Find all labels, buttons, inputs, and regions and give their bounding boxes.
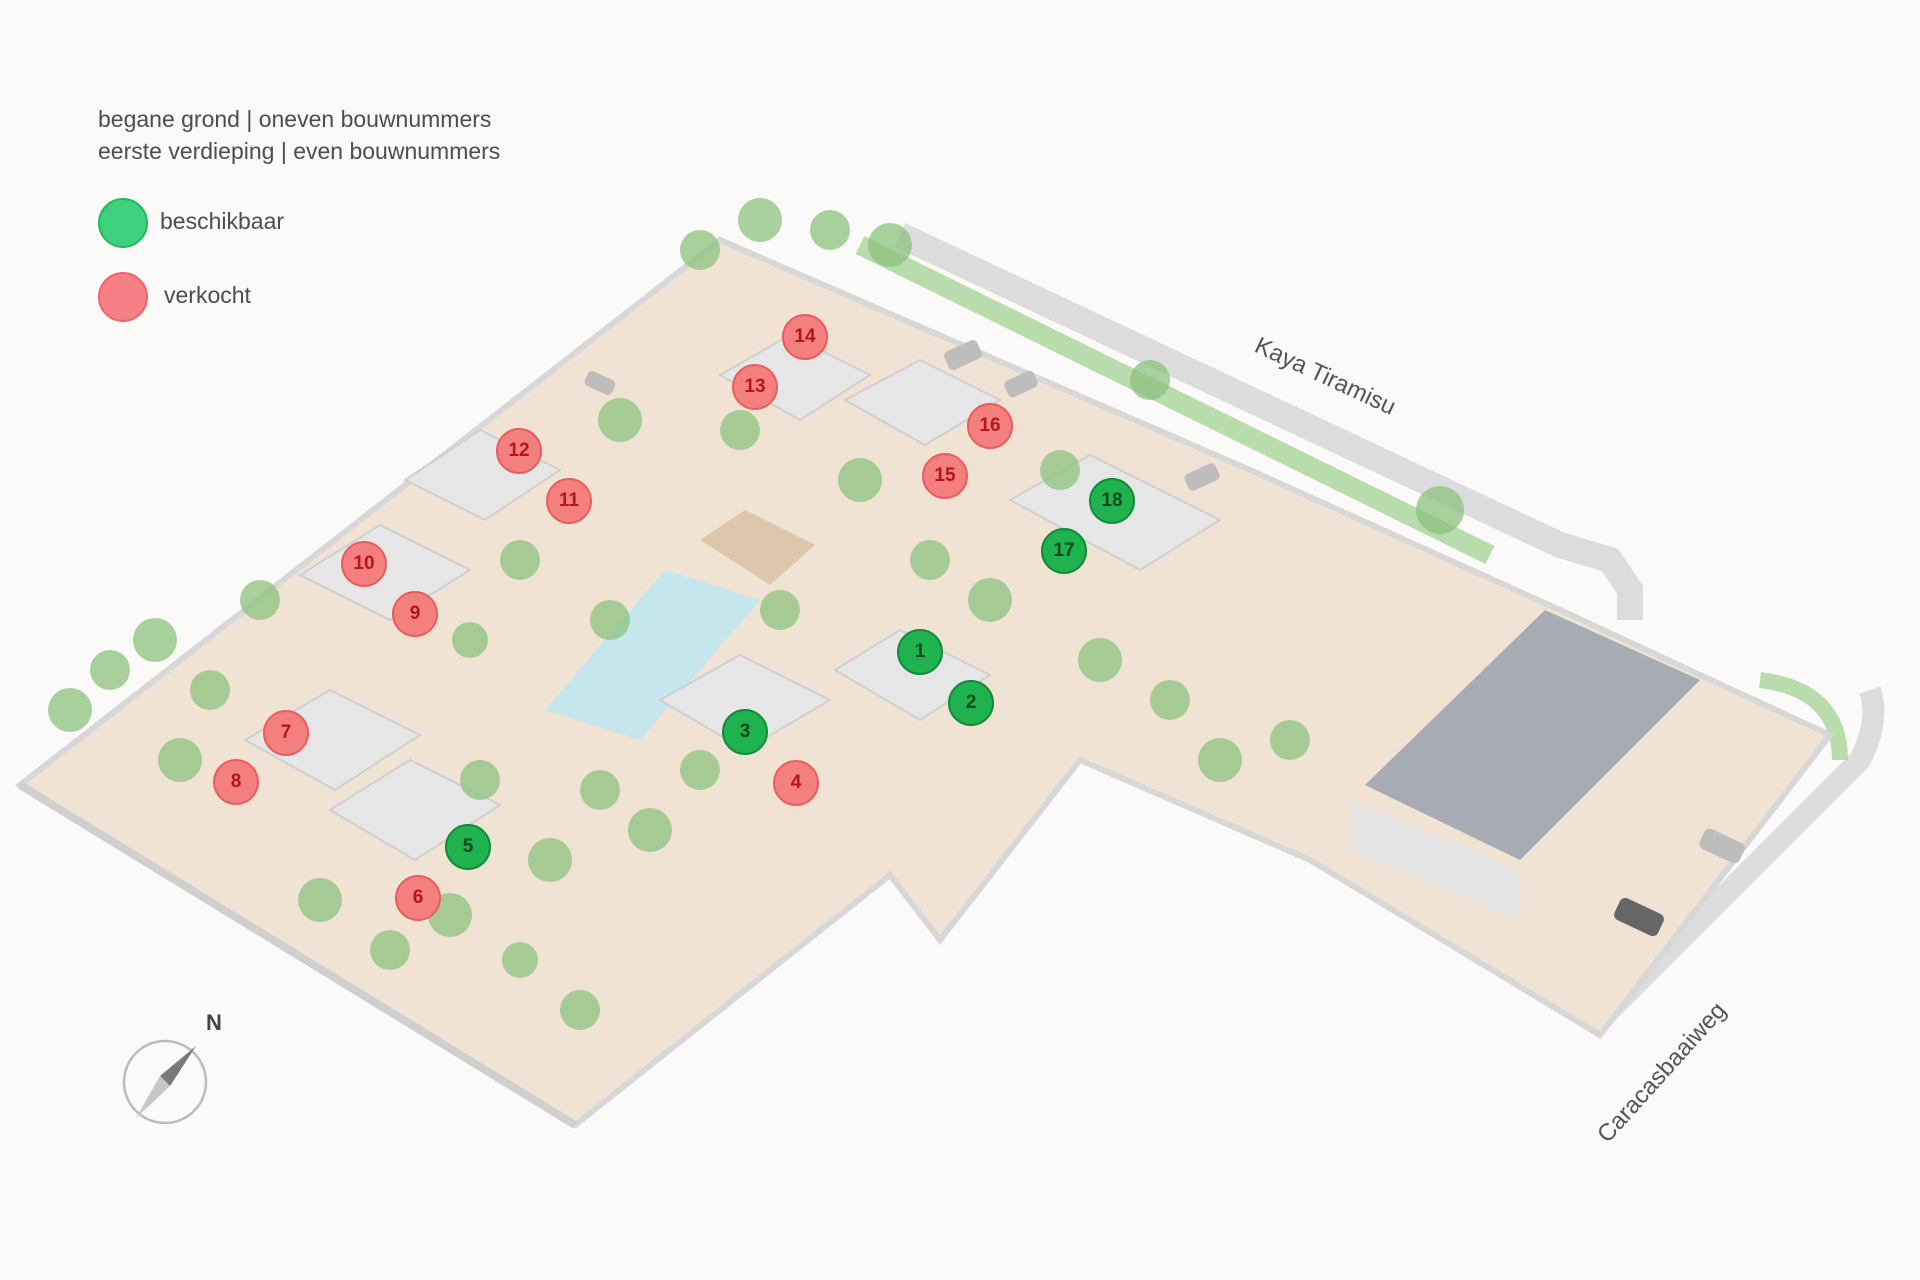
lot-marker-1[interactable]: 1 xyxy=(897,629,943,675)
lot-marker-13[interactable]: 13 xyxy=(732,364,778,410)
lawn-strip xyxy=(855,236,1495,564)
compass-north-label: N xyxy=(206,1010,222,1035)
lot-marker-17[interactable]: 17 xyxy=(1041,528,1087,574)
lot-marker-16[interactable]: 16 xyxy=(967,403,1013,449)
lot-marker-12[interactable]: 12 xyxy=(496,428,542,474)
pavilion xyxy=(700,510,815,585)
legend-available-label: beschikbaar xyxy=(160,208,285,234)
lot-marker-5[interactable]: 5 xyxy=(445,824,491,870)
lot-marker-7[interactable]: 7 xyxy=(263,710,309,756)
road-caracasbaaiweg xyxy=(1582,686,1885,1038)
lot-marker-10[interactable]: 10 xyxy=(341,541,387,587)
compass-needle xyxy=(160,1046,196,1086)
lot-marker-3[interactable]: 3 xyxy=(722,709,768,755)
lot-marker-15[interactable]: 15 xyxy=(922,453,968,499)
compass-needle-tail xyxy=(136,1076,170,1118)
lot-marker-4[interactable]: 4 xyxy=(773,760,819,806)
carport-wall xyxy=(1350,800,1520,920)
pool xyxy=(545,570,760,740)
road-kaya-tiramisu xyxy=(894,223,1643,620)
legend-available-dot xyxy=(98,198,148,248)
lot-marker-18[interactable]: 18 xyxy=(1089,478,1135,524)
site-edge xyxy=(17,781,578,1129)
lot-marker-9[interactable]: 9 xyxy=(392,591,438,637)
legend-sold-dot xyxy=(98,272,148,322)
legend-floor-ground: begane grond | oneven bouwnummers xyxy=(98,106,492,132)
legend-sold-label: verkocht xyxy=(164,282,251,308)
compass-ring xyxy=(122,1039,208,1125)
lot-marker-11[interactable]: 11 xyxy=(546,478,592,524)
lot-marker-2[interactable]: 2 xyxy=(948,680,994,726)
solar-roof xyxy=(1365,610,1700,860)
lawn-strip-2 xyxy=(1758,672,1848,761)
legend-floor-first: eerste verdieping | even bouwnummers xyxy=(98,138,501,164)
lot-marker-8[interactable]: 8 xyxy=(213,759,259,805)
lot-marker-6[interactable]: 6 xyxy=(395,875,441,921)
lot-marker-14[interactable]: 14 xyxy=(782,314,828,360)
cars xyxy=(584,339,1745,937)
palms xyxy=(48,198,1464,1030)
